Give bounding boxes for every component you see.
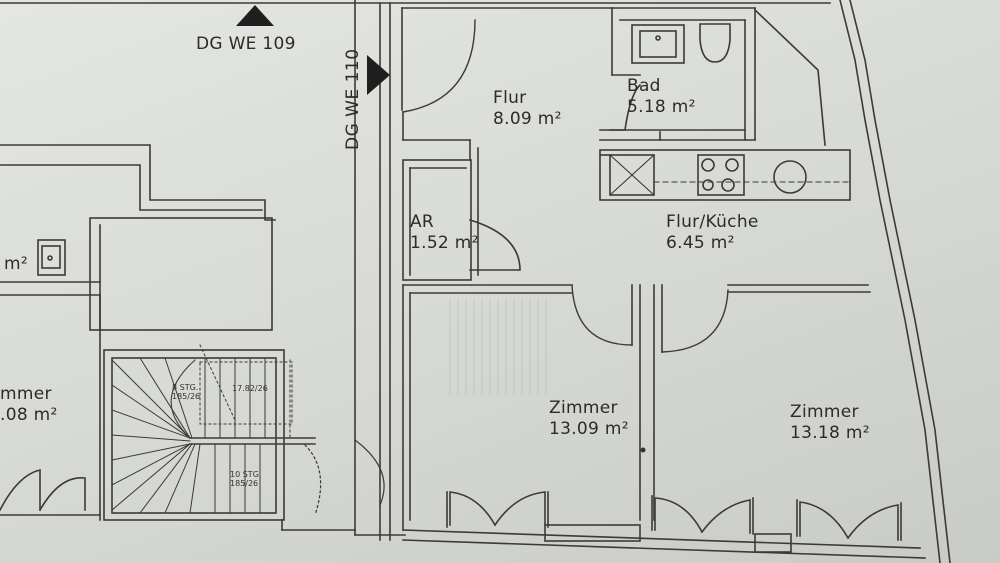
- room-name: Zimmer: [790, 402, 859, 422]
- room-area: .08 m²: [0, 405, 58, 425]
- room-flur: Flur 8.09 m²: [493, 88, 562, 130]
- room-name: Flur: [493, 88, 527, 108]
- room-left-bath: m²: [4, 254, 28, 275]
- left-apartment: [0, 144, 276, 521]
- unit-109-marker-icon: [236, 5, 274, 26]
- corridor-walls: [281, 0, 406, 536]
- room-name: Bad: [627, 76, 661, 96]
- room-area: m²: [4, 254, 28, 274]
- room-zimmer-2: Zimmer 13.18 m²: [790, 402, 870, 444]
- room-area: 6.45 m²: [666, 233, 735, 253]
- unit-110-label: DG WE 110: [343, 48, 363, 150]
- room-bad: Bad 5.18 m²: [627, 76, 696, 118]
- stair-upper-steps: 8 STG.: [172, 383, 199, 392]
- outer-walls: [0, 0, 951, 563]
- stair-lower-label: 10 STG. 185/26: [230, 470, 261, 488]
- room-name: AR: [410, 212, 435, 232]
- unit-110-marker-icon: [367, 55, 390, 95]
- room-name: mmer: [0, 384, 52, 404]
- room-area: 13.09 m²: [549, 419, 629, 439]
- stairwell: [103, 344, 322, 521]
- floor-hatch: [449, 299, 547, 396]
- stair-upper-label: 8 STG. 185/26: [172, 383, 200, 401]
- room-zimmer-1: Zimmer 13.09 m²: [549, 398, 629, 440]
- room-name: Zimmer: [549, 398, 618, 418]
- room-zimmer-left: mmer .08 m²: [0, 384, 58, 426]
- room-area: 1.52 m²: [410, 233, 479, 253]
- stair-lower-steps: 10 STG.: [230, 470, 262, 479]
- room-flur-kueche: Flur/Küche 6.45 m²: [666, 212, 759, 254]
- room-area: 5.18 m²: [627, 97, 696, 117]
- stair-lower-dim: 185/26: [230, 479, 259, 488]
- room-name: Flur/Küche: [666, 212, 759, 232]
- unit-110-walls: [401, 7, 926, 559]
- ink-dot: [640, 447, 646, 453]
- room-area: 13.18 m²: [790, 423, 870, 443]
- room-area: 8.09 m²: [493, 109, 562, 129]
- stair-upper-dim: 185/26: [172, 392, 201, 401]
- unit-109-label: DG WE 109: [196, 34, 296, 54]
- room-ar: AR 1.52 m²: [410, 212, 479, 254]
- stair-mid-label: 17.82/26: [232, 384, 268, 393]
